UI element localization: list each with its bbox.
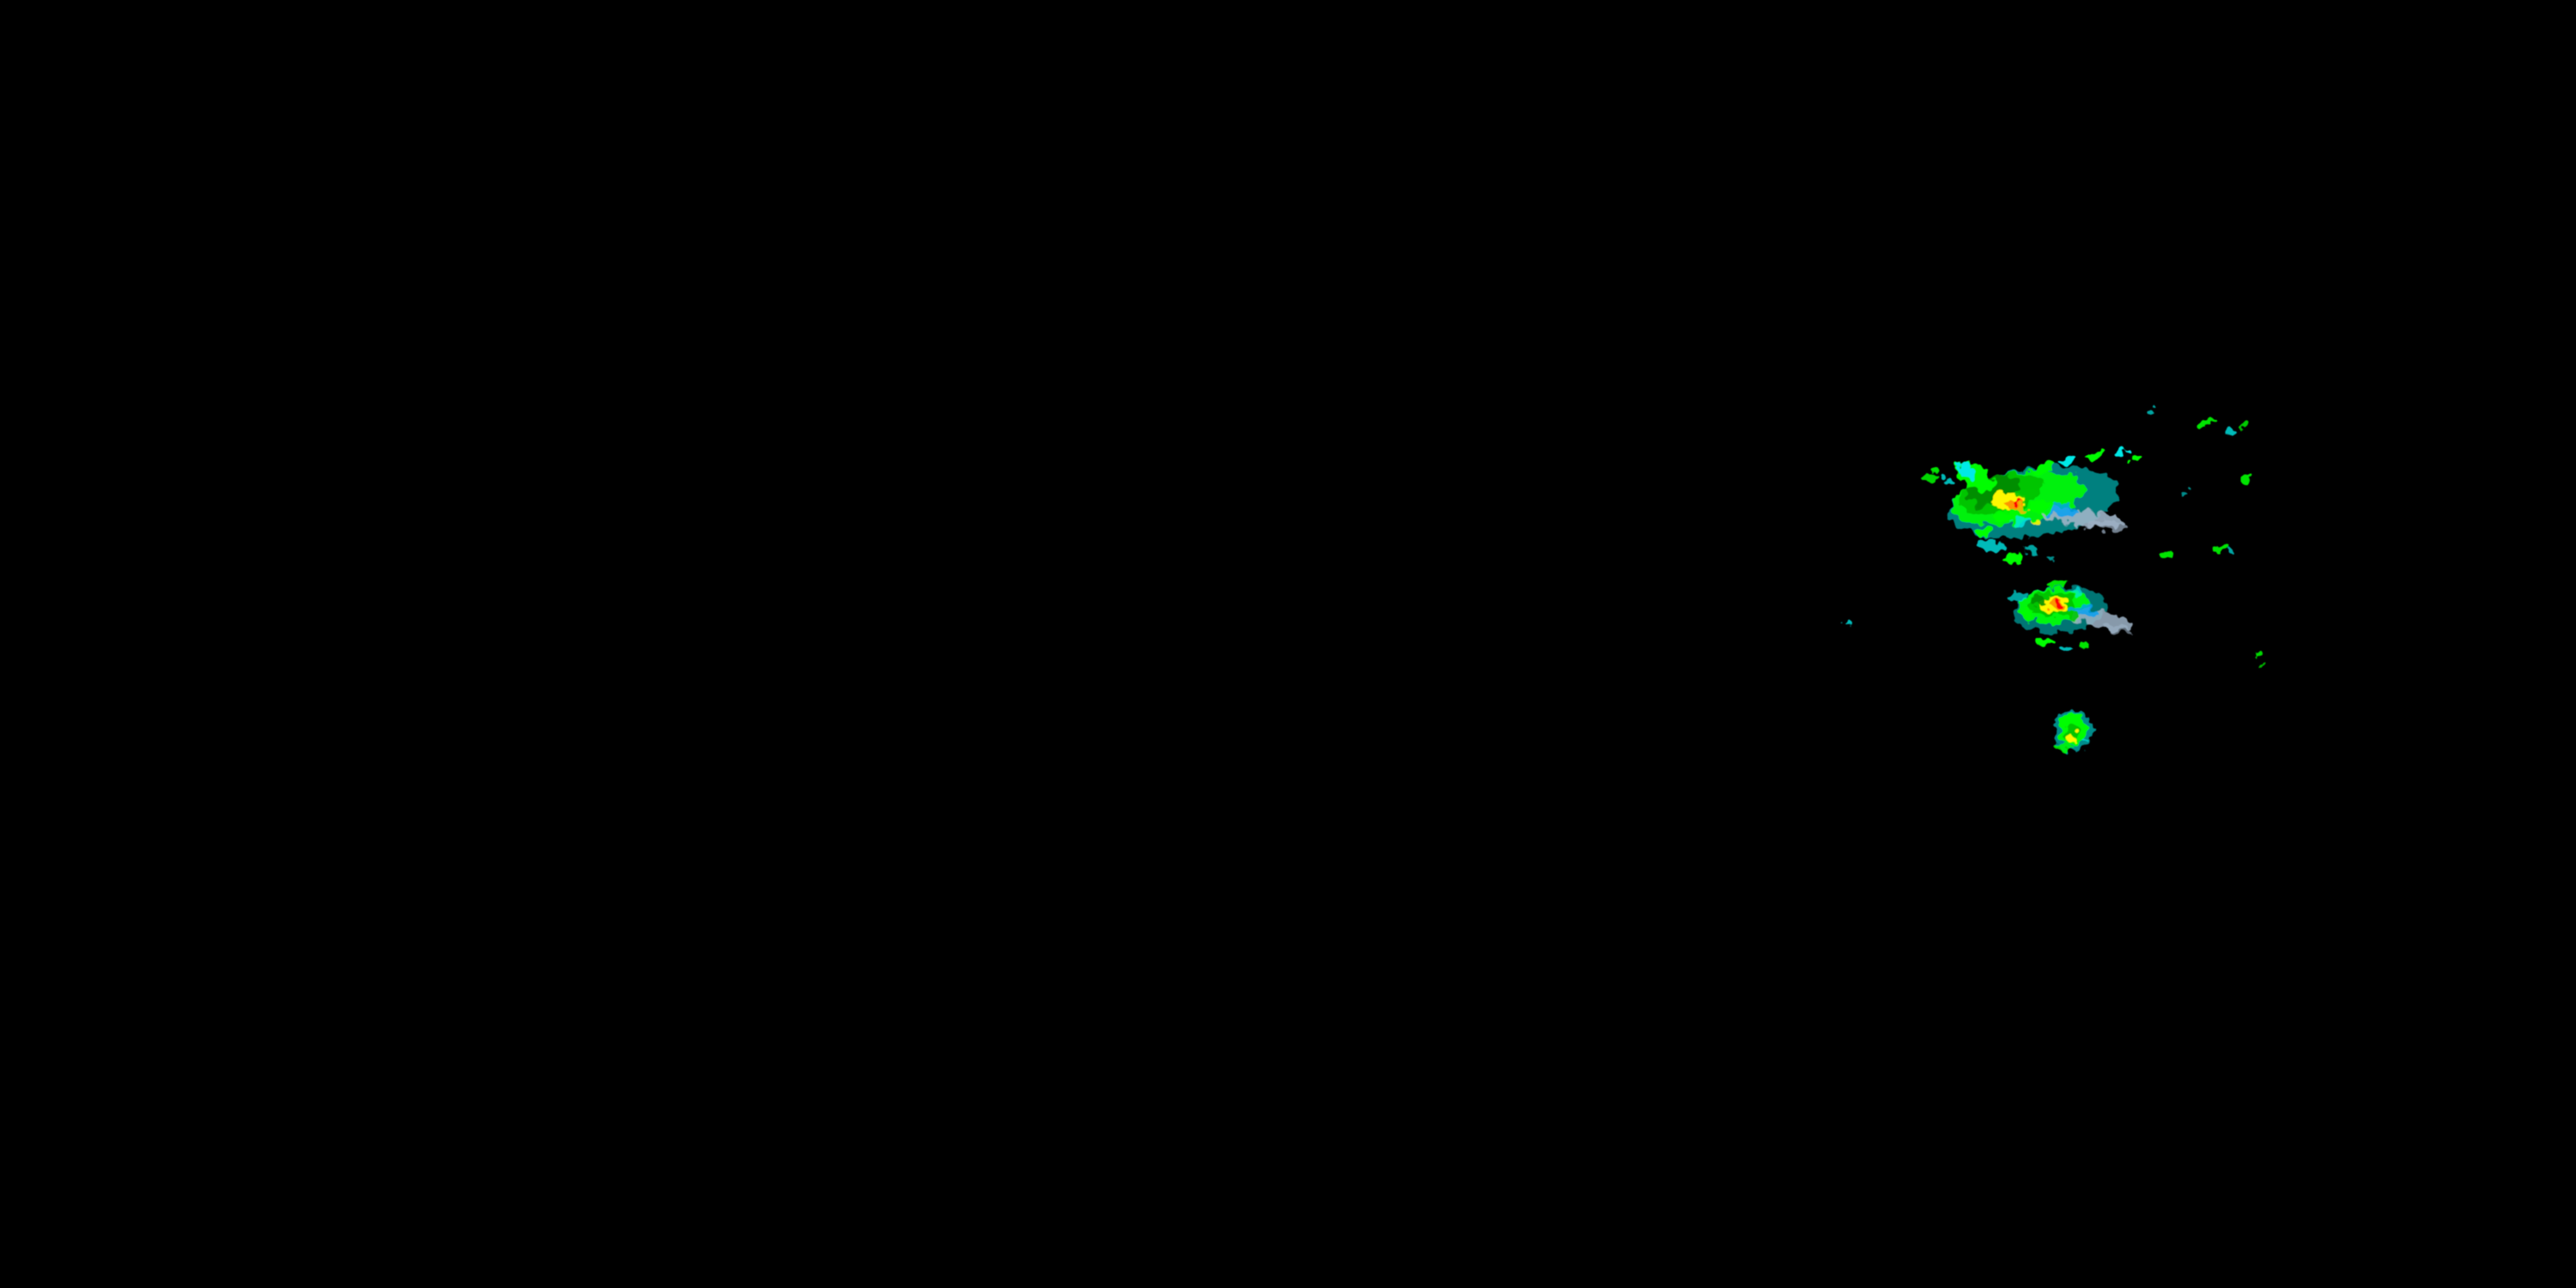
radar-echo — [1922, 471, 1939, 482]
radar-echo — [2160, 552, 2172, 559]
radar-echo — [2087, 519, 2129, 532]
radar-echo — [1942, 477, 1956, 485]
radar-echo — [1993, 509, 2017, 521]
radar-echo — [2031, 596, 2048, 606]
radar-echo — [2148, 408, 2155, 413]
radar-echo — [2014, 501, 2021, 506]
radar-echo — [2081, 738, 2089, 743]
radar-echo — [2253, 651, 2262, 656]
radar-echo — [1844, 621, 1852, 628]
radar-echo — [1956, 463, 1977, 478]
radar-echo — [2014, 517, 2031, 527]
radar-echo — [2240, 475, 2251, 482]
radar-echo — [2032, 462, 2056, 474]
radar-echo — [2016, 487, 2037, 501]
radar-echo — [2225, 428, 2237, 435]
radar-echo — [2181, 490, 2190, 495]
radar-echo — [2035, 638, 2052, 647]
radar-echo — [2030, 499, 2054, 514]
radar-echo — [2069, 732, 2077, 741]
radar-echo — [2061, 455, 2078, 465]
radar-echo — [2071, 710, 2085, 719]
radar-echo — [2114, 448, 2128, 457]
radar-echo — [1977, 529, 1990, 536]
radar-echo — [2026, 546, 2036, 553]
radar-echo — [2130, 454, 2141, 461]
radar-echo — [2258, 663, 2265, 668]
radar-echo — [2003, 553, 2024, 563]
radar-echo — [2214, 545, 2227, 552]
radar-echo — [2080, 642, 2090, 649]
radar-echo-group — [1844, 408, 2265, 752]
radar-echo — [2018, 506, 2030, 513]
radar-echo — [1931, 467, 1941, 474]
radar-echo — [2226, 550, 2234, 555]
radar-echo — [2021, 610, 2035, 618]
radar-echo — [2049, 579, 2069, 589]
radar-echo — [2055, 601, 2063, 608]
radar-echo — [1975, 497, 1992, 507]
radar-echo — [2085, 450, 2105, 460]
radar-echo — [2058, 645, 2072, 652]
radar-echo — [2009, 592, 2026, 602]
radar-echo — [2105, 623, 2136, 635]
radar-echo — [1978, 538, 2006, 552]
radar-echo — [2239, 424, 2247, 429]
radar-echo — [2069, 589, 2083, 596]
radar-echo — [2032, 519, 2042, 525]
radar-echo — [2046, 556, 2055, 561]
radar-echo — [2059, 610, 2076, 620]
radar-echo — [2199, 417, 2216, 428]
radar-echo — [2058, 744, 2070, 750]
